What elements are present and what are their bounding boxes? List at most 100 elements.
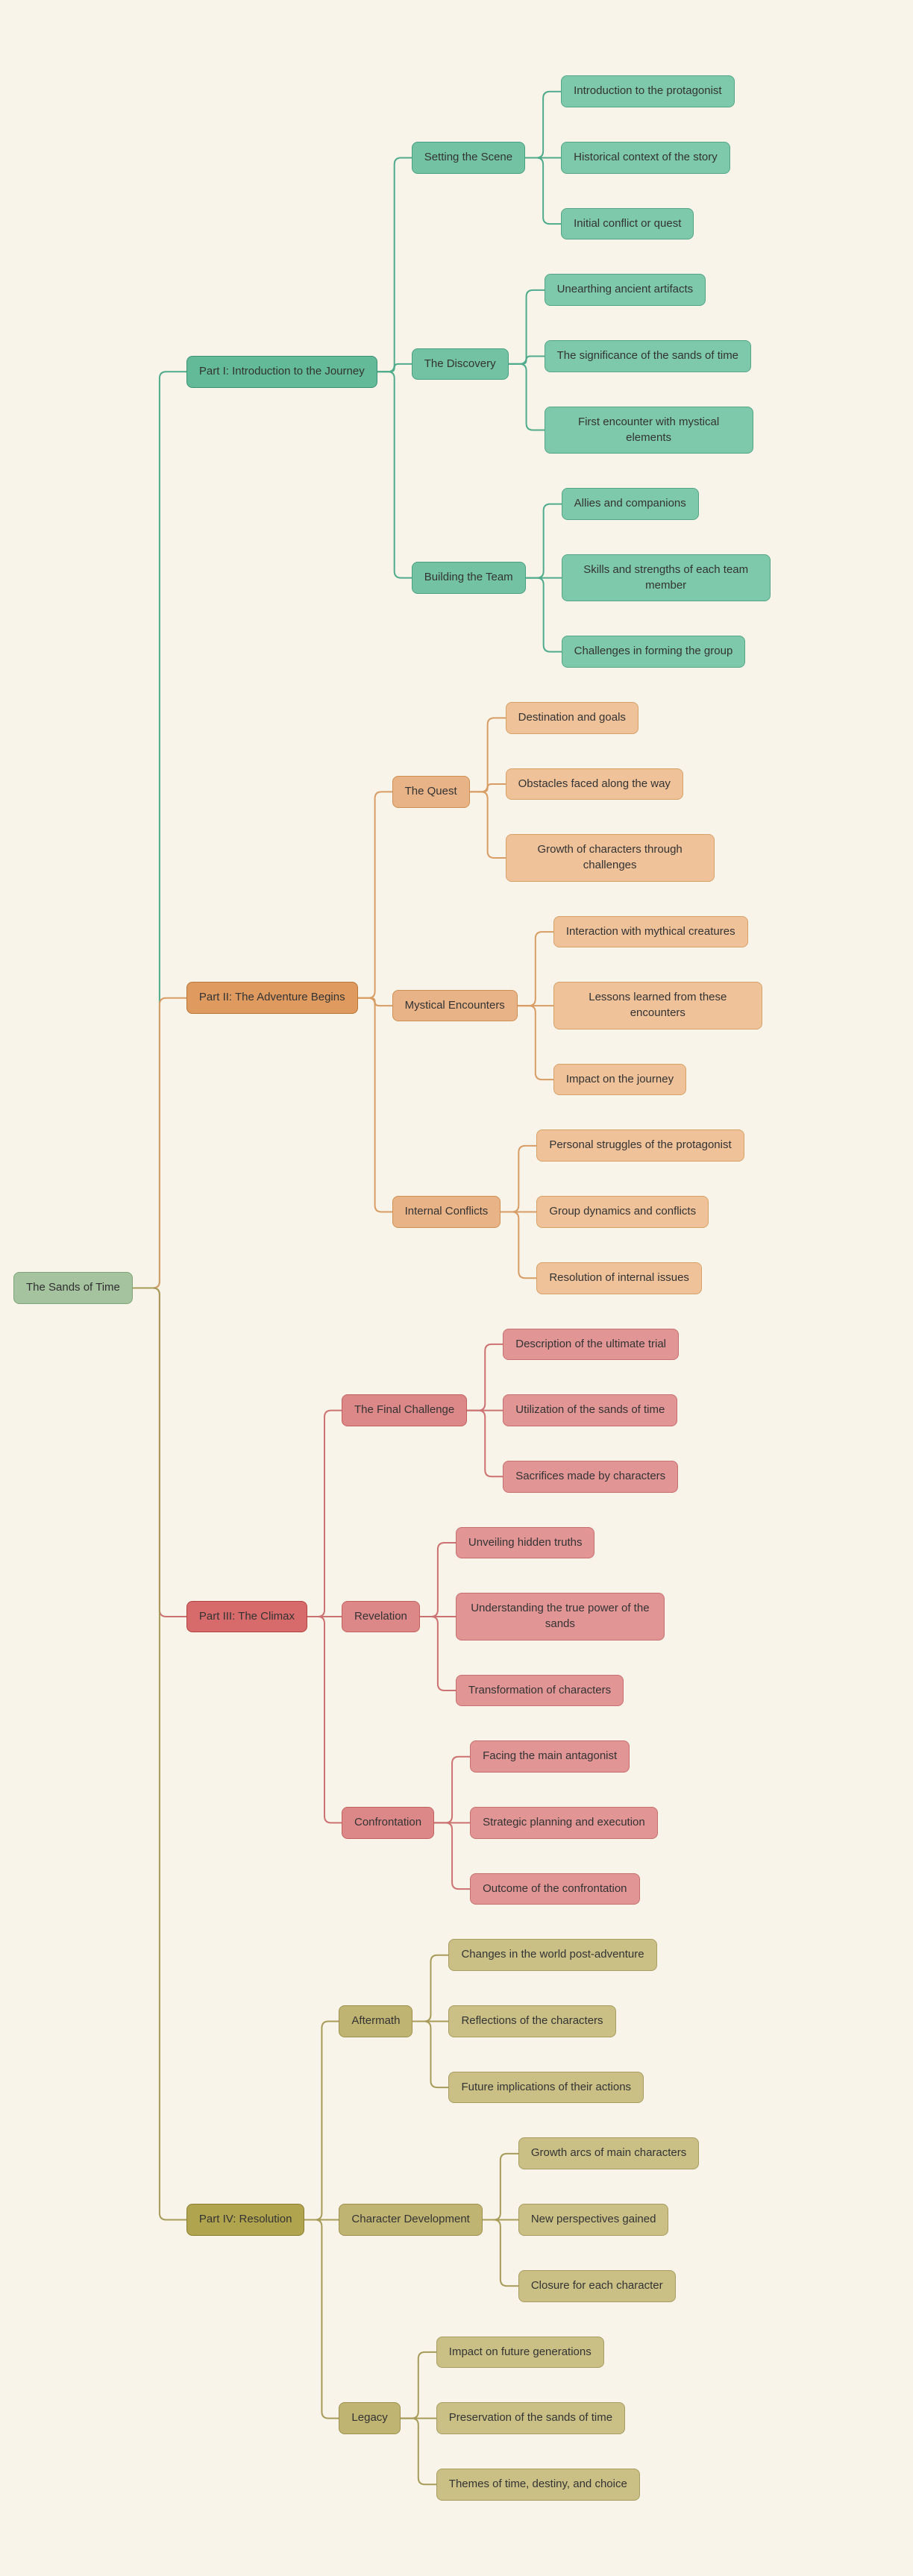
subtopic-node[interactable]: The significance of the sands of time xyxy=(544,340,752,372)
node-label: The Sands of Time xyxy=(26,1281,120,1294)
topic-node[interactable]: The Quest xyxy=(392,776,470,808)
subtopic-node[interactable]: Growth of characters through challenges xyxy=(505,834,715,882)
subtree: Outcome of the confrontation xyxy=(470,1873,640,1905)
subtree: Interaction with mythical creatures xyxy=(553,915,748,948)
subtopic-node[interactable]: Utilization of the sands of time xyxy=(503,1394,678,1426)
subtopic-node[interactable]: Allies and companions xyxy=(561,488,699,520)
topic-node[interactable]: Character Development xyxy=(339,2204,483,2236)
part-node[interactable]: Part II: The Adventure Begins xyxy=(186,982,358,1015)
subtree: Internal Conflicts Personal struggles of… xyxy=(392,1129,744,1294)
node-label: Impact on the journey xyxy=(565,1072,674,1085)
subtopic-node[interactable]: Strategic planning and execution xyxy=(470,1807,658,1839)
subtopic-node[interactable]: Unveiling hidden truths xyxy=(455,1526,595,1559)
subtree: Unearthing ancient artifacts xyxy=(544,274,706,307)
subtopic-node[interactable]: Historical context of the story xyxy=(561,142,730,174)
subtopic-node[interactable]: Obstacles faced along the way xyxy=(505,768,683,800)
subtopic-node[interactable]: Group dynamics and conflicts xyxy=(536,1196,709,1228)
node-label: Understanding the true power of the sand… xyxy=(471,1602,650,1630)
node-label: Themes of time, destiny, and choice xyxy=(448,2477,627,2490)
topic-node[interactable]: Building the Team xyxy=(411,562,526,594)
subtree: Utilization of the sands of time xyxy=(503,1394,678,1426)
topic-node[interactable]: The Final Challenge xyxy=(342,1394,468,1426)
subtopic-node[interactable]: Destination and goals xyxy=(505,701,639,734)
node-label: The Final Challenge xyxy=(354,1403,455,1417)
part-node[interactable]: Part III: The Climax xyxy=(186,1600,307,1633)
subtopic-node[interactable]: Skills and strengths of each team member xyxy=(561,554,771,602)
node-label: Mystical Encounters xyxy=(404,998,505,1012)
subtree: Impact on future generations xyxy=(436,2336,604,2369)
subtopic-node[interactable]: Initial conflict or quest xyxy=(561,207,694,240)
subtree: Legacy Impact on future generations Pres… xyxy=(339,2336,640,2501)
children-column: Description of the ultimate trial Utiliz… xyxy=(503,1328,680,1493)
subtopic-node[interactable]: Understanding the true power of the sand… xyxy=(455,1593,665,1640)
subtopic-node[interactable]: Sacrifices made by characters xyxy=(503,1460,679,1493)
node-label: The significance of the sands of time xyxy=(556,349,739,363)
subtopic-node[interactable]: Growth arcs of main characters xyxy=(518,2137,700,2170)
children-column: Changes in the world post-adventure Refl… xyxy=(448,1939,657,2104)
topic-node[interactable]: Aftermath xyxy=(339,2005,413,2037)
subtopic-node[interactable]: Description of the ultimate trial xyxy=(503,1328,680,1361)
topic-node[interactable]: Legacy xyxy=(339,2402,401,2434)
node-label: Utilization of the sands of time xyxy=(515,1403,665,1417)
subtopic-node[interactable]: Facing the main antagonist xyxy=(470,1740,630,1773)
subtopic-node[interactable]: Lessons learned from these encounters xyxy=(553,982,762,1030)
node-label: Resolution of internal issues xyxy=(549,1270,689,1284)
node-label: Impact on future generations xyxy=(448,2345,592,2358)
children-column: The Quest Destination and goals Obstacle… xyxy=(392,701,762,1294)
node-label: The Quest xyxy=(404,785,457,797)
node-label: The Discovery xyxy=(424,357,496,370)
topic-node[interactable]: Revelation xyxy=(342,1600,420,1633)
mindmap: The Sands of Time Part I: Introduction t… xyxy=(13,75,771,2501)
topic-node[interactable]: Internal Conflicts xyxy=(392,1196,501,1228)
root-node[interactable]: The Sands of Time xyxy=(13,1272,133,1304)
subtopic-node[interactable]: Impact on the journey xyxy=(553,1063,687,1096)
subtopic-node[interactable]: Outcome of the confrontation xyxy=(470,1873,640,1905)
node-label: Personal struggles of the protagonist xyxy=(549,1138,732,1152)
subtree: Part III: The Climax The Final Challenge… xyxy=(186,1328,680,1905)
node-label: Changes in the world post-adventure xyxy=(461,1948,644,1961)
subtopic-node[interactable]: Interaction with mythical creatures xyxy=(553,915,748,948)
subtopic-node[interactable]: New perspectives gained xyxy=(518,2204,669,2236)
subtree: The Sands of Time Part I: Introduction t… xyxy=(13,75,771,2501)
subtree: Facing the main antagonist xyxy=(470,1740,630,1773)
node-label: Challenges in forming the group xyxy=(574,645,733,658)
node-label: Setting the Scene xyxy=(424,151,513,164)
subtopic-node[interactable]: First encounter with mystical elements xyxy=(544,406,753,454)
subtree: Challenges in forming the group xyxy=(561,636,746,668)
subtopic-node[interactable]: Personal struggles of the protagonist xyxy=(536,1129,744,1162)
subtopic-node[interactable]: Changes in the world post-adventure xyxy=(448,1939,657,1972)
subtopic-node[interactable]: Unearthing ancient artifacts xyxy=(544,274,706,307)
part-node[interactable]: Part I: Introduction to the Journey xyxy=(186,355,377,388)
subtree: Mystical Encounters Interaction with myt… xyxy=(392,915,762,1096)
node-label: Transformation of characters xyxy=(468,1683,612,1696)
subtopic-node[interactable]: Transformation of characters xyxy=(455,1674,624,1707)
node-label: Part IV: Resolution xyxy=(198,2213,292,2226)
subtree: Changes in the world post-adventure xyxy=(448,1939,657,1972)
subtopic-node[interactable]: Themes of time, destiny, and choice xyxy=(436,2468,640,2501)
topic-node[interactable]: Confrontation xyxy=(342,1807,435,1839)
subtopic-node[interactable]: Introduction to the protagonist xyxy=(561,75,735,108)
topic-node[interactable]: The Discovery xyxy=(411,348,509,380)
subtopic-node[interactable]: Impact on future generations xyxy=(436,2336,604,2369)
subtree: Sacrifices made by characters xyxy=(503,1460,679,1493)
subtopic-node[interactable]: Reflections of the characters xyxy=(448,2005,616,2037)
subtree: Closure for each character xyxy=(518,2269,676,2302)
subtopic-node[interactable]: Challenges in forming the group xyxy=(561,636,746,668)
subtopic-node[interactable]: Future implications of their actions xyxy=(448,2071,644,2104)
subtopic-node[interactable]: Preservation of the sands of time xyxy=(436,2402,626,2434)
subtree: The significance of the sands of time xyxy=(544,340,752,372)
topic-node[interactable]: Mystical Encounters xyxy=(392,989,518,1022)
node-label: Strategic planning and execution xyxy=(483,1816,645,1829)
node-label: Unveiling hidden truths xyxy=(468,1535,583,1549)
subtopic-node[interactable]: Closure for each character xyxy=(518,2269,676,2302)
subtopic-node[interactable]: Resolution of internal issues xyxy=(536,1262,702,1294)
subtree: Preservation of the sands of time xyxy=(436,2402,626,2434)
subtree: The Quest Destination and goals Obstacle… xyxy=(392,701,715,882)
children-column: Personal struggles of the protagonist Gr… xyxy=(536,1129,744,1294)
subtree: Setting the Scene Introduction to the pr… xyxy=(411,75,735,240)
subtree: Personal struggles of the protagonist xyxy=(536,1129,744,1162)
children-column: Aftermath Changes in the world post-adve… xyxy=(339,1939,700,2501)
node-label: Skills and strengths of each team member xyxy=(583,562,749,592)
topic-node[interactable]: Setting the Scene xyxy=(411,142,526,174)
part-node[interactable]: Part IV: Resolution xyxy=(186,2204,305,2236)
